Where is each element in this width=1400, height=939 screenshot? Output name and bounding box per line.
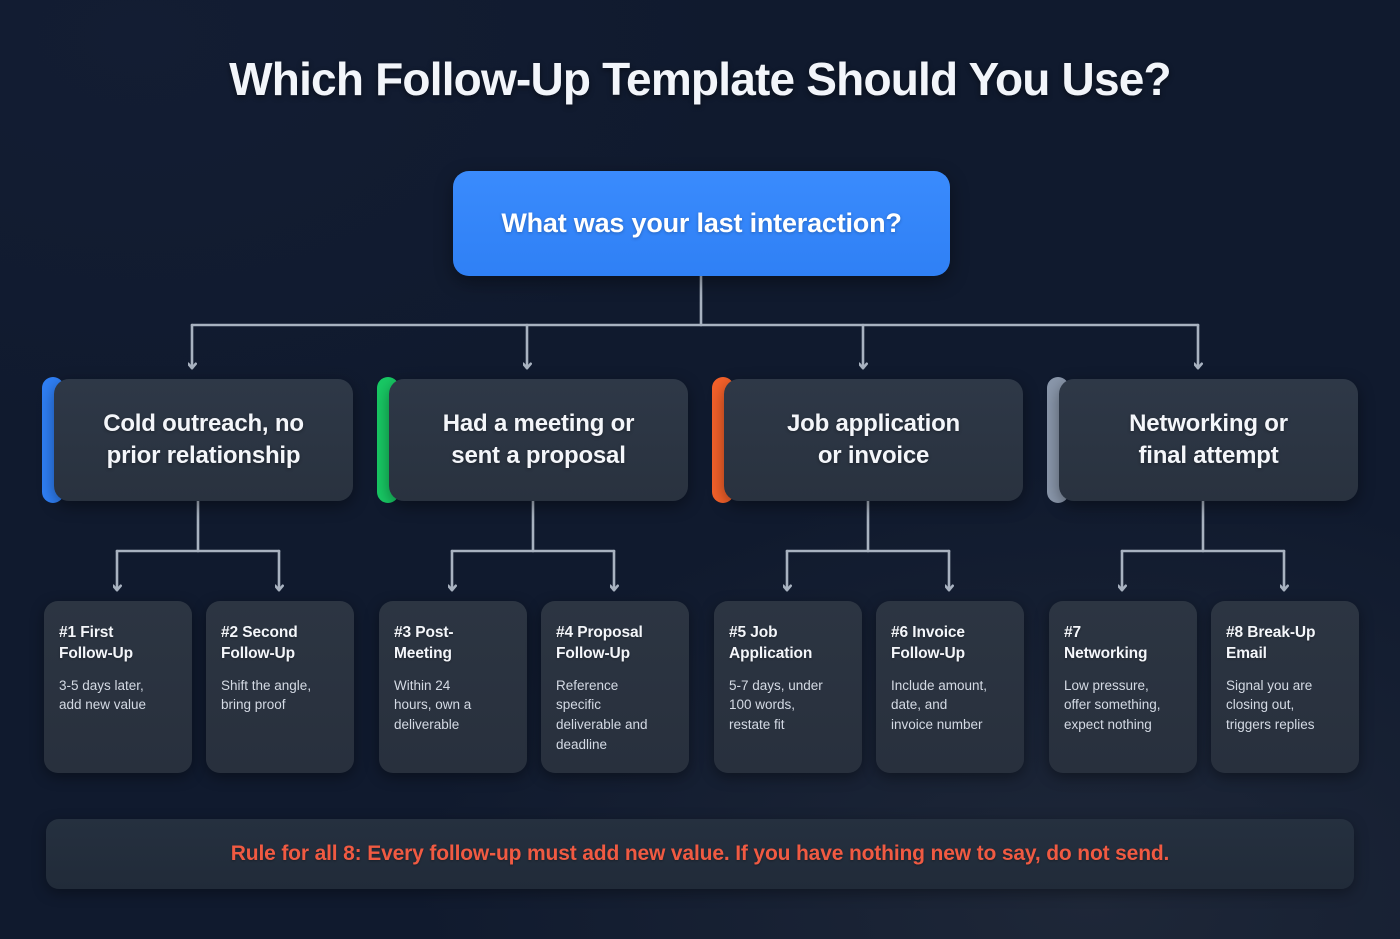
branch-label-2: Had a meeting or sent a proposal	[442, 410, 635, 469]
leaf-card-6[interactable]: #6 Invoice Follow-Up Include amount, dat…	[876, 601, 1024, 773]
branch-panel-2: Had a meeting or sent a proposal	[389, 379, 688, 501]
branch-panel-1: Cold outreach, no prior relationship	[54, 379, 353, 501]
branch-label-1: Cold outreach, no prior relationship	[103, 410, 304, 469]
branch-node-3[interactable]: Job application or invoice	[712, 377, 1023, 503]
leaf-card-5[interactable]: #5 Job Application 5-7 days, under 100 w…	[714, 601, 862, 773]
leaf-title-1: #1 First Follow-Up	[59, 624, 133, 662]
leaf-title-3: #3 Post- Meeting	[394, 624, 454, 662]
branch-node-2[interactable]: Had a meeting or sent a proposal	[377, 377, 688, 503]
leaf-card-3[interactable]: #3 Post- Meeting Within 24 hours, own a …	[379, 601, 527, 773]
root-decision-node[interactable]: What was your last interaction?	[453, 171, 950, 276]
leaf-card-2[interactable]: #2 Second Follow-Up Shift the angle, bri…	[206, 601, 354, 773]
leaf-card-7[interactable]: #7 Networking Low pressure, offer someth…	[1049, 601, 1197, 773]
leaf-title-5: #5 Job Application	[729, 624, 813, 662]
leaf-title-6: #6 Invoice Follow-Up	[891, 624, 965, 662]
leaf-card-4[interactable]: #4 Proposal Follow-Up Reference specific…	[541, 601, 689, 773]
page-title: Which Follow-Up Template Should You Use?	[229, 53, 1171, 105]
leaf-title-8: #8 Break-Up Email	[1226, 624, 1316, 662]
branch-label-3: Job application or invoice	[786, 410, 961, 469]
branch-node-row: Cold outreach, no prior relationship Had…	[0, 377, 1400, 503]
footer-rule-text: Rule for all 8: Every follow-up must add…	[230, 842, 1170, 865]
branch-panel-4: Networking or final attempt	[1059, 379, 1358, 501]
leaf-desc-6: Include amount, date, and invoice number	[891, 677, 988, 732]
leaf-card-1[interactable]: #1 First Follow-Up 3-5 days later, add n…	[44, 601, 192, 773]
leaf-title-7: #7 Networking	[1064, 624, 1148, 662]
leaf-desc-1: 3-5 days later, add new value	[59, 677, 147, 713]
leaf-desc-8: Signal you are closing out, triggers rep…	[1226, 677, 1315, 732]
branch-label-4: Networking or final attempt	[1129, 410, 1288, 469]
leaf-desc-3: Within 24 hours, own a deliverable	[394, 677, 472, 732]
branch-node-4[interactable]: Networking or final attempt	[1047, 377, 1358, 503]
branch-node-1[interactable]: Cold outreach, no prior relationship	[42, 377, 353, 503]
leaf-card-row: #1 First Follow-Up 3-5 days later, add n…	[0, 601, 1400, 773]
branch-panel-3: Job application or invoice	[724, 379, 1023, 501]
root-node-label: What was your last interaction?	[501, 208, 902, 238]
leaf-desc-2: Shift the angle, bring proof	[221, 677, 312, 713]
footer-rule-banner: Rule for all 8: Every follow-up must add…	[46, 819, 1354, 889]
leaf-desc-7: Low pressure, offer something, expect no…	[1064, 677, 1161, 732]
leaf-desc-4: Reference specific deliverable and deadl…	[556, 677, 648, 752]
leaf-title-4: #4 Proposal Follow-Up	[556, 624, 643, 662]
leaf-title-2: #2 Second Follow-Up	[221, 624, 298, 662]
leaf-card-8[interactable]: #8 Break-Up Email Signal you are closing…	[1211, 601, 1359, 773]
leaf-desc-5: 5-7 days, under 100 words, restate fit	[729, 677, 823, 732]
